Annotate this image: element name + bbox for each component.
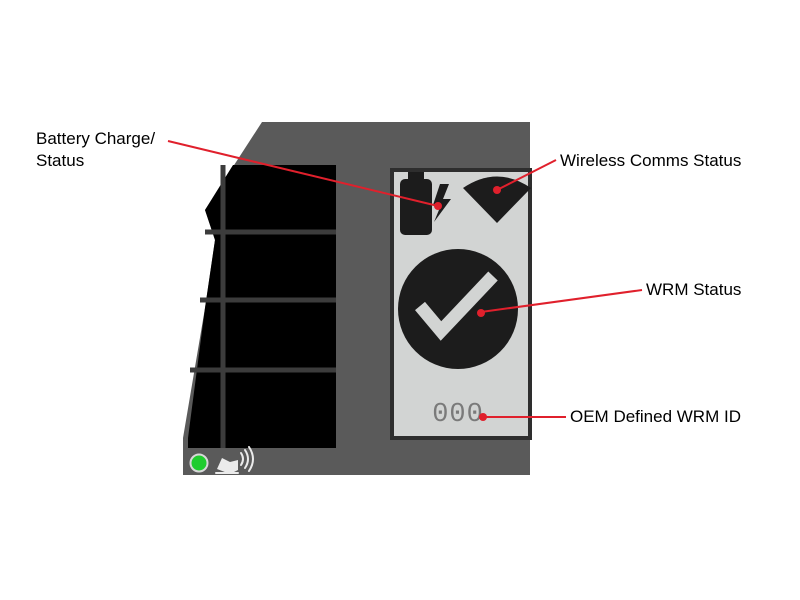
callout-dot-wrm-status bbox=[477, 309, 485, 317]
callout-battery-line1: Battery Charge/ bbox=[36, 129, 156, 148]
grid-panel bbox=[188, 165, 336, 448]
check-circle-icon bbox=[398, 249, 518, 369]
callout-line-battery bbox=[167, 140, 439, 207]
callout-battery-label: Battery Charge/ Status bbox=[36, 128, 155, 172]
callout-wrm-status-label: WRM Status bbox=[646, 280, 742, 299]
callout-dot-oem-id bbox=[479, 413, 487, 421]
callout-dot-wireless bbox=[493, 186, 501, 194]
callout-line-wrm-status bbox=[480, 289, 643, 313]
grid-panel-lines bbox=[190, 165, 336, 448]
callout-dots bbox=[434, 186, 501, 421]
hand-tap-icon bbox=[215, 446, 254, 474]
callout-battery-line2: Status bbox=[36, 151, 85, 170]
battery-charging-icon bbox=[400, 172, 451, 235]
callout-oem-id-label: OEM Defined WRM ID bbox=[570, 407, 741, 426]
callout-line-wireless bbox=[496, 159, 557, 191]
wrm-id-value: 000 bbox=[432, 400, 484, 430]
callout-wireless-label: Wireless Comms Status bbox=[560, 151, 742, 170]
callout-lines bbox=[167, 140, 643, 418]
green-led-icon bbox=[189, 453, 209, 473]
callout-dot-battery bbox=[434, 202, 442, 210]
wireless-signal-icon bbox=[463, 176, 531, 223]
